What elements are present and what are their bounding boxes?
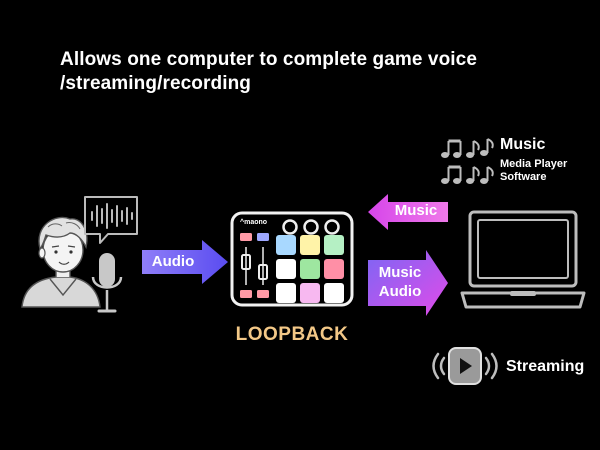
pad-grid xyxy=(276,235,346,303)
pad-button xyxy=(276,283,296,303)
music-audio-line-2: Audio xyxy=(378,283,422,300)
music-title: Music xyxy=(500,136,546,153)
music-audio-line-1: Music xyxy=(378,264,422,281)
pad-button xyxy=(300,259,320,279)
music-back-arrow xyxy=(368,194,448,230)
music-sub-line-1: Media Player xyxy=(500,158,568,170)
laptop-icon xyxy=(460,210,586,309)
headline-line-2: /streaming/recording xyxy=(60,73,251,94)
pad-button xyxy=(324,283,344,303)
pad-button xyxy=(276,259,296,279)
loopback-label: LOOPBACK xyxy=(235,324,349,345)
person-icon xyxy=(21,216,101,308)
music-subtitle: Media Player Software xyxy=(500,158,567,184)
pad-button xyxy=(300,283,320,303)
music-back-arrow-label: Music xyxy=(394,202,438,219)
pad-button xyxy=(324,235,344,255)
streaming-label: Streaming xyxy=(506,358,585,375)
audio-arrow-label: Audio xyxy=(151,253,195,270)
pad-button xyxy=(276,235,296,255)
music-audio-arrow-label: Music Audio xyxy=(370,263,430,301)
play-streaming-icon xyxy=(432,347,498,385)
pad-button xyxy=(324,259,344,279)
audio-arrow xyxy=(142,240,228,284)
device-brand: ^maono xyxy=(240,219,267,226)
headline-line-1: Allows one computer to complete game voi… xyxy=(60,49,478,70)
brand-mark-icon: ^ xyxy=(240,219,245,226)
brand-name: maono xyxy=(244,219,268,226)
pad-button xyxy=(300,235,320,255)
music-notes-icon xyxy=(441,138,494,184)
music-audio-arrow xyxy=(368,250,448,316)
microphone-icon xyxy=(91,253,123,313)
music-sub-line-2: Software xyxy=(500,171,547,183)
soundwave-bubble-icon xyxy=(84,196,138,244)
headline: Allows one computer to complete game voi… xyxy=(60,48,540,96)
